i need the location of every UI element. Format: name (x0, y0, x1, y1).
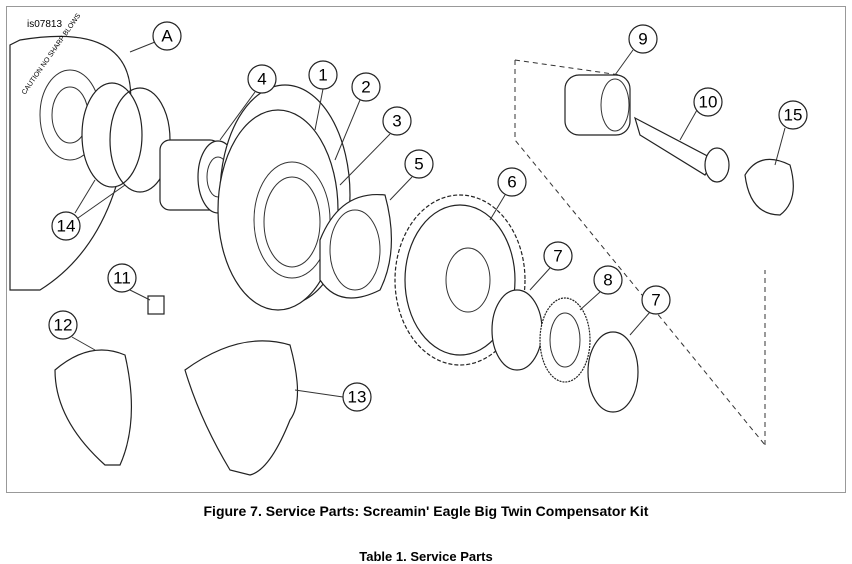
callout-7: 7 (543, 241, 573, 271)
part-11-block (147, 295, 165, 315)
callout-1: 1 (308, 60, 338, 90)
callout-6: 6 (497, 167, 527, 197)
part-15-cap (744, 158, 794, 216)
svg-text:2: 2 (361, 78, 370, 97)
svg-text:7: 7 (651, 291, 660, 310)
svg-text:12: 12 (54, 316, 73, 335)
svg-text:7: 7 (553, 247, 562, 266)
svg-text:9: 9 (638, 30, 647, 49)
svg-text:15: 15 (784, 106, 803, 125)
callout-9: 9 (628, 24, 658, 54)
exploded-parts-diagram: is07813 CAUTION NO SHARP BLOWS A 1 2 (9, 12, 808, 476)
table-title: Table 1. Service Parts (359, 549, 493, 564)
part-1-3-rotor (217, 84, 351, 311)
svg-text:4: 4 (257, 70, 266, 89)
part-7-washer-2 (587, 331, 639, 413)
svg-text:3: 3 (392, 112, 401, 131)
callout-10: 10 (693, 87, 723, 117)
svg-text:A: A (161, 27, 173, 46)
svg-text:13: 13 (348, 388, 367, 407)
svg-text:1: 1 (318, 66, 327, 85)
callout-8: 8 (593, 265, 623, 295)
part-8-spring-washer (539, 297, 591, 383)
svg-text:10: 10 (699, 93, 718, 112)
part-7-washer (491, 289, 543, 371)
callout-3: 3 (382, 106, 412, 136)
svg-text:8: 8 (603, 271, 612, 290)
figure-caption: Figure 7. Service Parts: Screamin' Eagle… (203, 503, 649, 519)
callout-15: 15 (778, 100, 808, 130)
callouts: A 1 2 3 4 5 6 7 8 7 9 10 15 11 12 13 14 (48, 21, 808, 412)
part-5-cam (319, 193, 392, 299)
svg-text:14: 14 (57, 217, 76, 236)
callout-11: 11 (107, 263, 137, 293)
svg-text:5: 5 (414, 155, 423, 174)
part-9-nut (564, 74, 631, 136)
part-13-tool (184, 340, 299, 476)
svg-text:11: 11 (113, 269, 131, 288)
svg-text:6: 6 (507, 173, 516, 192)
callout-13: 13 (342, 382, 372, 412)
part-10-bolt (634, 116, 730, 183)
part-4-splined-hub (159, 139, 239, 214)
callout-5: 5 (404, 149, 434, 179)
part-12-tool (54, 349, 133, 466)
callout-4: 4 (247, 64, 277, 94)
figure-frame (6, 6, 846, 493)
callout-14: 14 (51, 211, 81, 241)
callout-2: 2 (351, 72, 381, 102)
part-14-shims (81, 82, 171, 193)
figure-id-label: is07813 (27, 19, 62, 30)
callout-a: A (152, 21, 182, 51)
callout-12: 12 (48, 310, 78, 340)
callout-7-second: 7 (641, 285, 671, 315)
